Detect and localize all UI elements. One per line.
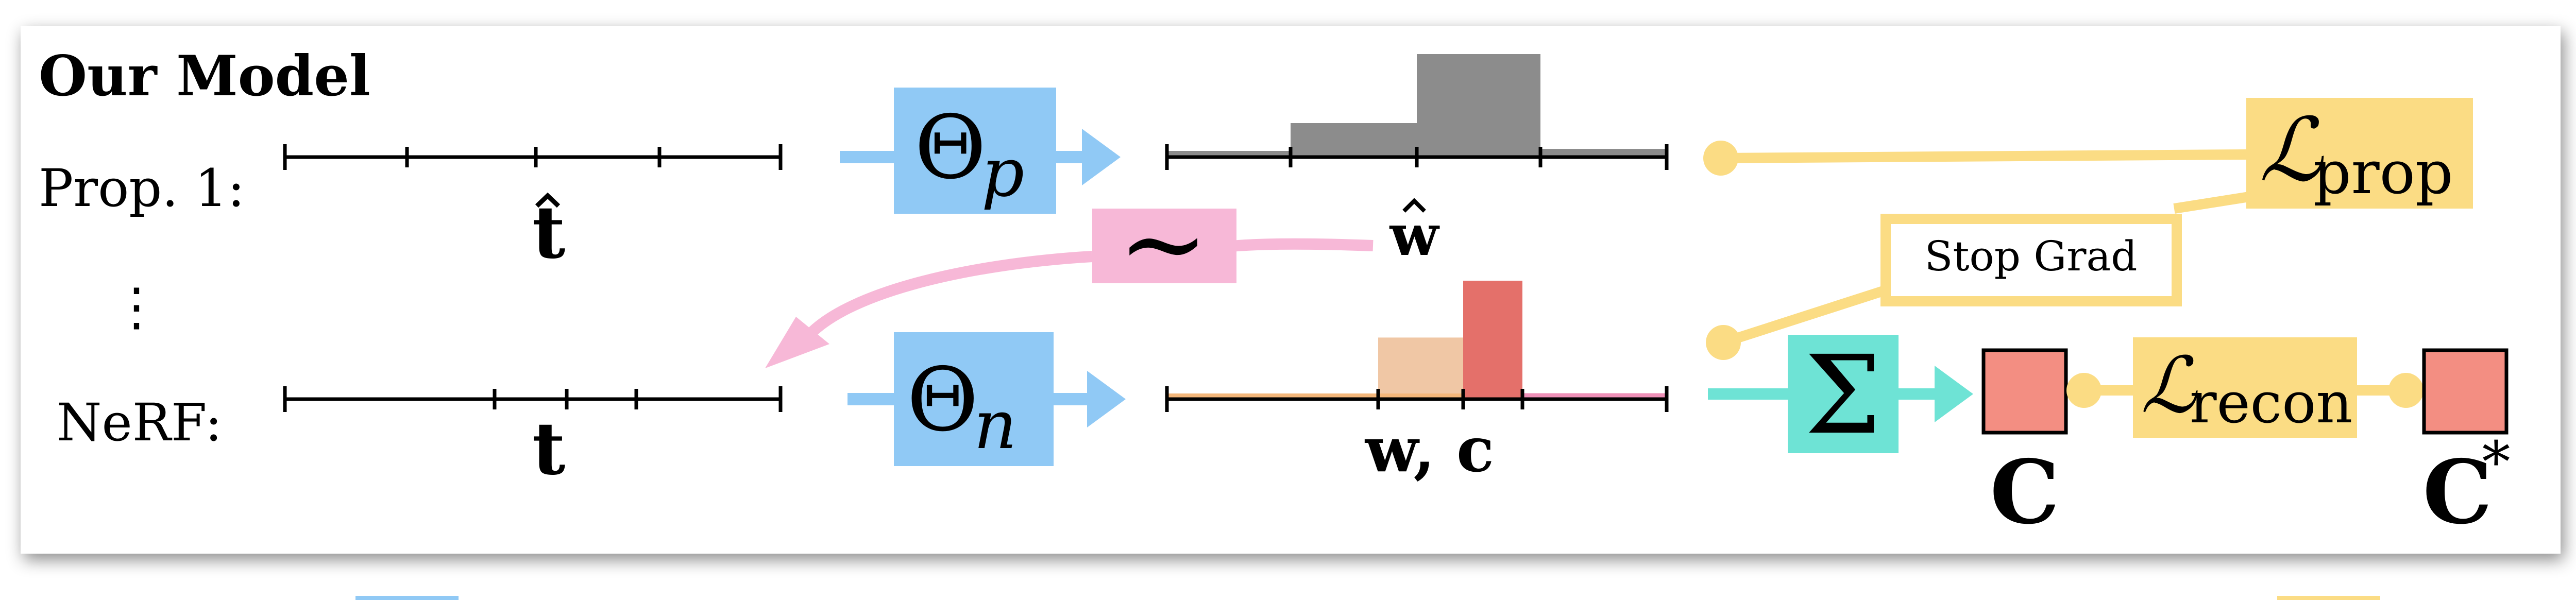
arrow-to-nerf-mlp — [848, 371, 1126, 427]
stop-grad-endpoint — [1706, 325, 1741, 360]
proposal-loss-line — [1720, 149, 2247, 163]
nerf-row-label: NeRF: — [57, 392, 222, 453]
svg-text:*: * — [2482, 429, 2511, 495]
proposal-loss-box — [2246, 98, 2473, 209]
proposal-histogram-axis — [1165, 144, 1669, 170]
arrow-to-color-head — [1935, 366, 1973, 422]
ground-truth-color-symbol: C * — [2422, 429, 2510, 544]
svg-text:C: C — [2422, 441, 2492, 544]
nerf-weight-bar-9 — [1378, 337, 1463, 399]
svg-text:Θ: Θ — [907, 349, 978, 451]
sum-operator-box — [1788, 335, 1899, 453]
proposal-loss-symbol: ℒ prop — [2259, 99, 2453, 208]
stop-grad-box — [1880, 214, 2182, 306]
svg-text:ℒ: ℒ — [2259, 99, 2324, 201]
bottom-yellow-fragment — [2277, 596, 2380, 600]
proposal-mlp-box — [894, 88, 1056, 214]
recon-loss-symbol: ℒ recon — [2141, 341, 2352, 436]
proposal-loss-endpoint — [1703, 141, 1738, 176]
t-symbol: t — [532, 407, 566, 491]
proposal-weight-bar-2 — [1291, 123, 1417, 157]
w-c-symbol: w, c — [1364, 414, 1494, 486]
theta-p-symbol: Θ p — [914, 97, 1024, 212]
nerf-sample-axis — [283, 386, 783, 412]
ground-truth-color-swatch — [2422, 348, 2509, 435]
nerf-histogram-axis — [1165, 386, 1669, 412]
nerf-weight-histogram — [1340, 281, 1667, 399]
svg-text:recon: recon — [2190, 370, 2352, 436]
svg-text:prop: prop — [2313, 139, 2453, 208]
panel-title: Our Model — [39, 44, 370, 109]
resample-operator-box — [1092, 209, 1236, 283]
svg-text:p: p — [981, 133, 1024, 212]
recon-loss-box — [2133, 337, 2357, 438]
stop-grad-label: Stop Grad — [1925, 232, 2138, 280]
svg-text:n: n — [974, 386, 1017, 464]
resample-operator-symbol: ∼ — [1118, 180, 1209, 306]
proposal-weight-histogram — [1167, 54, 1667, 157]
nerf-weight-bar-10 — [1463, 281, 1522, 399]
arrow-to-proposal-mlp — [840, 129, 1121, 185]
svg-text:ℒ: ℒ — [2141, 341, 2198, 431]
sum-operator-symbol: Σ — [1805, 332, 1881, 458]
svg-text:Θ: Θ — [914, 97, 986, 199]
proposal-row-label: Prop. 1: — [39, 158, 245, 218]
stop-grad-line-lower — [1721, 286, 1885, 348]
recon-loss-endpoint-right — [2388, 373, 2424, 408]
proposal-weight-bar-4 — [1540, 149, 1667, 157]
nerf-mlp-box — [894, 332, 1054, 466]
proposal-sample-axis — [283, 144, 783, 170]
t-hat-symbol: t — [532, 191, 566, 275]
predicted-color-swatch — [1981, 348, 2068, 435]
w-hat-symbol: w — [1389, 198, 1440, 268]
bottom-blue-fragment — [355, 596, 459, 600]
proposal-weight-bar-3 — [1417, 54, 1540, 157]
vertical-ellipsis: ⋮ — [111, 277, 162, 337]
theta-n-symbol: Θ n — [907, 349, 1017, 464]
resample-arrow — [765, 238, 1374, 368]
predicted-color-symbol: C — [1990, 441, 2059, 544]
svg-text:w: w — [1389, 202, 1440, 268]
recon-loss-endpoint-left — [2066, 373, 2102, 408]
